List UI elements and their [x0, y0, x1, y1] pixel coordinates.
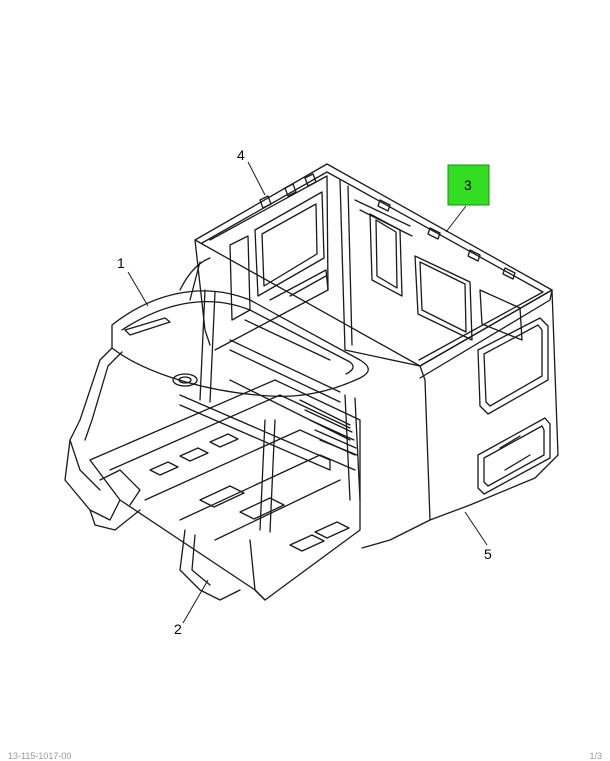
- callout-3-highlight-box: [447, 164, 490, 206]
- callout-5-label: 5: [484, 546, 492, 562]
- callout-1-label: 1: [117, 255, 125, 271]
- left-a-pillar: [64, 347, 121, 521]
- page-indicator: 1/3: [589, 751, 602, 761]
- right-door-opening-upper: [477, 317, 549, 415]
- callout-3-label: 3: [464, 177, 472, 193]
- cab-floor-pan: [89, 379, 361, 601]
- left-rear-window: [254, 191, 325, 297]
- cab-right-side-panel: [361, 289, 559, 549]
- front-roof-bow: [111, 290, 369, 398]
- callout-2-label: 2: [174, 621, 182, 637]
- callout-4-label: 4: [237, 147, 245, 163]
- right-door-opening-lower: [477, 417, 551, 495]
- figure-reference-id: 13-115-1017-00: [8, 751, 72, 761]
- cab-rear-wall: [339, 179, 421, 367]
- cab-left-rear-wall: [194, 239, 211, 346]
- rear-window-opening: [414, 255, 473, 341]
